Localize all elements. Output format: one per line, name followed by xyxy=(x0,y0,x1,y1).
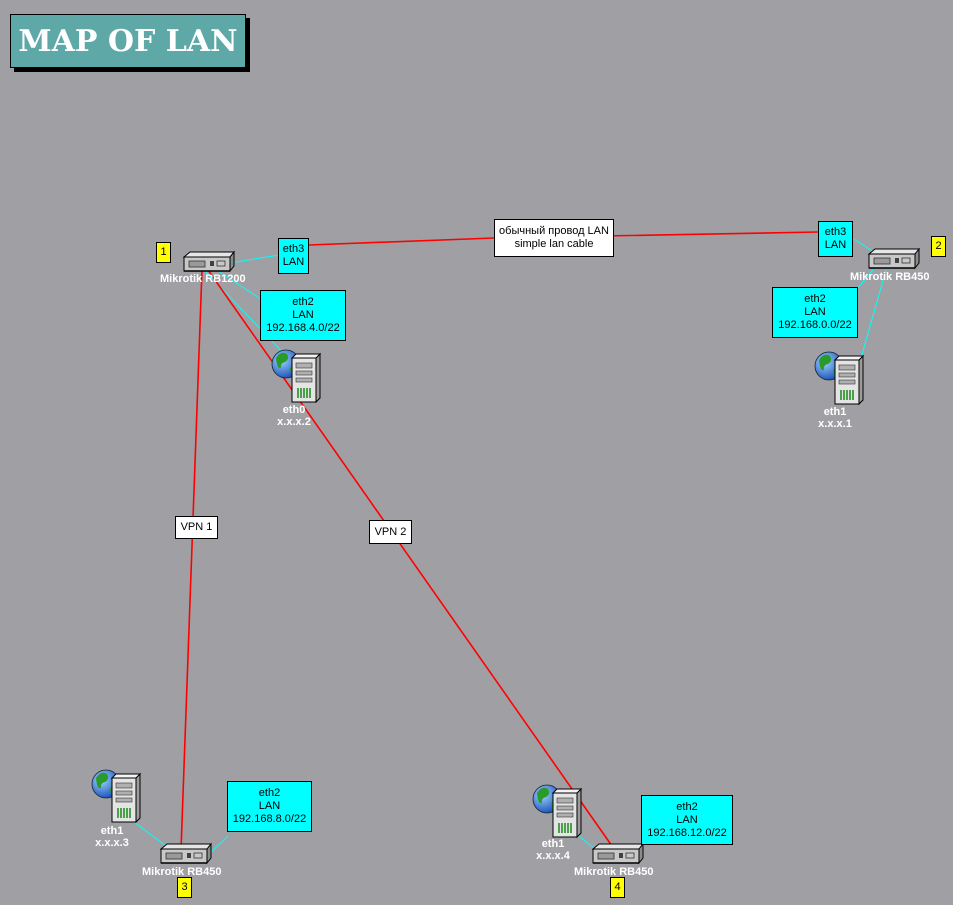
port-r2-eth3-name: eth3 xyxy=(824,226,847,238)
router-badge-1: 1 xyxy=(156,242,171,263)
lan-link-r1-eth2 xyxy=(219,271,263,301)
port-label-r2-eth3[interactable]: eth3 LAN xyxy=(818,221,853,257)
server-s2-icon[interactable] xyxy=(814,351,864,405)
port-r4-eth2-name: eth2 xyxy=(676,801,698,813)
link-label-lan-cable[interactable]: обычный провод LAN simple lan cable xyxy=(494,219,614,257)
port-r3-eth2-type: LAN xyxy=(258,800,281,812)
lan-link-r3-server xyxy=(133,821,167,847)
port-r1-eth2-type: LAN xyxy=(292,309,314,321)
map-title-box: MAP OF LAN xyxy=(10,14,246,68)
server-s4-name: eth1 x.x.x.4 xyxy=(531,838,575,862)
port-r2-eth2-subnet: 192.168.0.0/22 xyxy=(778,319,852,331)
link-label-vpn-2[interactable]: VPN 2 xyxy=(369,520,412,544)
server-s4-icon[interactable] xyxy=(532,784,582,838)
server-s4-addr: x.x.x.4 xyxy=(536,850,570,862)
port-r1-eth2-name: eth2 xyxy=(292,296,314,308)
router-r2-icon[interactable] xyxy=(868,248,920,269)
lan-link-r2-eth3 xyxy=(851,237,875,253)
server-s3-icon[interactable] xyxy=(91,769,141,823)
link-label-vpn-1[interactable]: VPN 1 xyxy=(175,516,218,539)
lan-link-r1-eth3 xyxy=(229,254,280,264)
link-cable-english: simple lan cable xyxy=(514,238,594,250)
port-r1-eth2-subnet: 192.168.4.0/22 xyxy=(266,322,340,334)
link-cable-russian: обычный провод LAN xyxy=(499,225,609,237)
port-r4-eth2-type: LAN xyxy=(676,814,698,826)
router-r1-name: Mikrotik RB1200 xyxy=(160,273,246,285)
port-r3-eth2-subnet: 192.168.8.0/22 xyxy=(232,813,307,825)
lan-link-r2-eth2 xyxy=(856,269,874,290)
vpn-1-link xyxy=(180,269,203,851)
port-r2-eth2-type: LAN xyxy=(804,306,826,318)
router-r4-name: Mikrotik RB450 xyxy=(574,866,654,878)
server-s4-iface: eth1 xyxy=(541,838,565,850)
router-r1-icon[interactable] xyxy=(183,251,235,272)
port-r2-eth3-type: LAN xyxy=(824,239,847,251)
server-s1-addr: x.x.x.2 xyxy=(277,416,311,428)
server-s1-name: eth0 x.x.x.2 xyxy=(272,404,316,428)
port-label-r4-eth2[interactable]: eth2 LAN 192.168.12.0/22 xyxy=(641,795,733,845)
port-r4-eth2-subnet: 192.168.12.0/22 xyxy=(647,827,727,839)
router-r3-name: Mikrotik RB450 xyxy=(142,866,222,878)
router-badge-3: 3 xyxy=(177,877,192,898)
port-label-r2-eth2[interactable]: eth2 LAN 192.168.0.0/22 xyxy=(772,287,858,338)
port-r3-eth2-name: eth2 xyxy=(258,787,281,799)
server-s3-name: eth1 x.x.x.3 xyxy=(90,825,134,849)
port-label-r3-eth2[interactable]: eth2 LAN 192.168.8.0/22 xyxy=(227,781,312,832)
router-r3-icon[interactable] xyxy=(160,843,212,864)
router-badge-2: 2 xyxy=(931,236,946,257)
port-label-r1-eth2[interactable]: eth2 LAN 192.168.4.0/22 xyxy=(260,290,346,341)
server-s3-iface: eth1 xyxy=(100,825,124,837)
server-s2-iface: eth1 xyxy=(823,406,847,418)
server-s2-addr: x.x.x.1 xyxy=(818,418,852,430)
router-r4-icon[interactable] xyxy=(592,843,644,864)
port-r1-eth3-name: eth3 xyxy=(282,243,305,255)
server-s1-icon[interactable] xyxy=(271,349,321,403)
server-s3-addr: x.x.x.3 xyxy=(95,837,129,849)
router-badge-4: 4 xyxy=(610,877,625,898)
server-s2-name: eth1 x.x.x.1 xyxy=(813,406,857,430)
map-title: MAP OF LAN xyxy=(18,23,238,59)
server-s1-iface: eth0 xyxy=(282,404,306,416)
router-r2-name: Mikrotik RB450 xyxy=(850,271,930,283)
port-r2-eth2-name: eth2 xyxy=(804,293,826,305)
port-label-r1-eth3[interactable]: eth3 LAN xyxy=(278,238,309,274)
port-r1-eth3-type: LAN xyxy=(282,256,305,268)
vpn-2-link xyxy=(207,269,613,847)
lan-link-r2-server xyxy=(860,269,887,359)
